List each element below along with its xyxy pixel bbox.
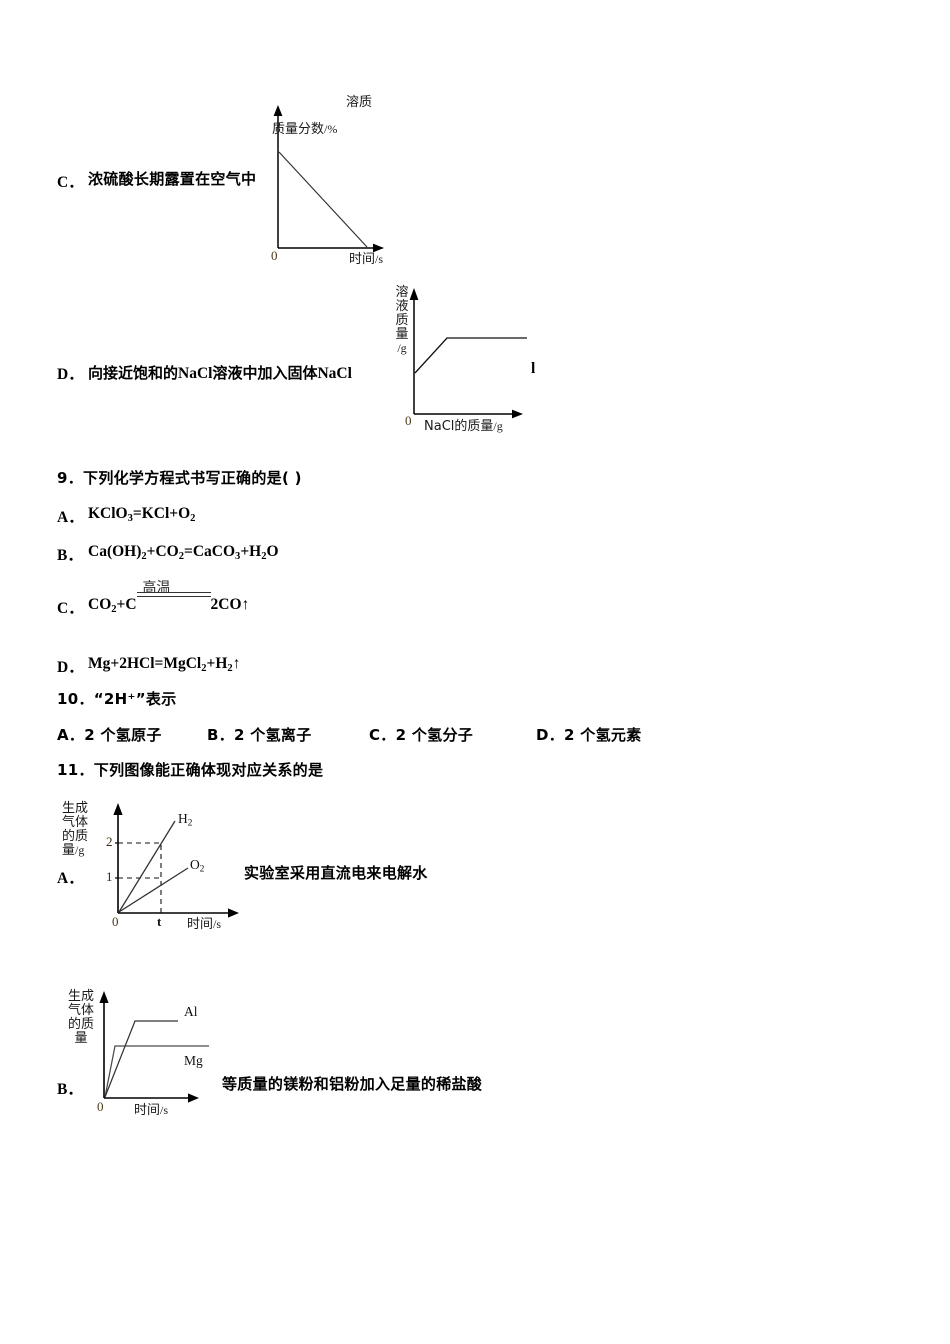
question-11-stem: 11．下列图像能正确体现对应关系的是 (57, 761, 324, 779)
q9-option-d-letter: D． (57, 659, 84, 676)
xlabel-unit: /s (213, 917, 222, 931)
chart-q8-c: 溶质 质量分数/% 0 时间/s (268, 95, 428, 267)
q11-option-a-letter: A． (57, 870, 84, 887)
ylabel-unit: /g (75, 843, 85, 858)
chart-q11-a-ytick-1: 1 (106, 869, 113, 884)
q9-option-a-equation: KClO3=KCl+O2 (88, 505, 196, 524)
q9-option-b-letter: B． (57, 547, 83, 564)
ylabel-unit: /g (397, 341, 407, 356)
chart-q8-c-xlabel: 时间/s (349, 248, 383, 267)
ylabel-unit: /% (324, 122, 338, 136)
ylabel-line-4: 量 (74, 1031, 88, 1047)
xlabel-unit: /g (493, 419, 503, 433)
chart-q11-a: 生成 气体 的质 量/g 2 1 0 t 时间/s H2 O2 (62, 800, 252, 932)
q9-option-a-letter: A． (57, 509, 84, 526)
chart-q11-a-origin: 0 (112, 914, 119, 929)
q10-option-b: B．2 个氢离子 (207, 726, 312, 744)
option-c-letter: C． (57, 174, 84, 191)
chart-q8-d: 溶 液 质 量 /g 0 NaCl的质量/g (392, 282, 562, 434)
q11-option-b-description: 等质量的镁粉和铝粉加入足量的稀盐酸 (222, 1075, 483, 1093)
xlabel-han: 时间 (187, 917, 214, 932)
xlabel-han: NaCl的质量 (424, 419, 494, 434)
chart-q11-a-series-o2: O2 (190, 857, 205, 874)
option-d-text-a: 向接近饱和的 (88, 364, 179, 382)
chart-q8-d-xlabel: NaCl的质量/g (424, 415, 503, 434)
option-d-text-b: NaCl (178, 365, 213, 382)
ylabel-line-1: 生成 (62, 801, 89, 816)
xlabel-unit: /s (375, 252, 384, 266)
ylabel-line-1: 溶 (395, 285, 409, 300)
q9-option-c-products: 2CO↑ (210, 596, 250, 613)
ylabel-line-3: 质 (395, 313, 409, 329)
chart-q11-b-series-al: Al (184, 1004, 198, 1019)
q10-option-a: A．2 个氢原子 (57, 726, 162, 744)
chart-q11-b-ylabel: 生成 气体 的质 量 (62, 989, 100, 1047)
ylabel-line-1: 生成 (67, 989, 94, 1004)
xlabel-han: 时间 (134, 1103, 161, 1118)
ylabel-line-2: 气体 (62, 815, 89, 831)
option-d-letter: D． (57, 366, 84, 383)
ylabel-line-2: 质量分数 (272, 122, 325, 137)
ylabel-line-2: 气体 (67, 1003, 94, 1019)
reaction-condition: 高温 (136, 580, 211, 614)
stray-character: l (531, 360, 536, 377)
option-d-text: 向接近饱和的NaCl溶液中加入固体NaCl (88, 362, 352, 383)
chart-q8-c-ylabel-2: 质量分数/% (272, 118, 337, 137)
xlabel-han: 时间 (349, 252, 376, 267)
question-9-stem: 9．下列化学方程式书写正确的是( ) (57, 469, 302, 487)
ylabel-line-1: 溶质 (345, 95, 372, 110)
chart-q11-a-ytick-2: 2 (106, 834, 113, 849)
option-d-text-c: 溶液中加入固体 (212, 364, 318, 382)
q11-option-a-description: 实验室采用直流电来电解水 (244, 864, 428, 882)
chart-q8-d-origin: 0 (405, 413, 412, 428)
ylabel-line-2: 液 (395, 299, 409, 315)
ylabel-line-4: 量 (395, 327, 409, 343)
chart-q8-c-ylabel: 溶质 (304, 95, 414, 110)
q11-option-b-letter: B． (57, 1081, 83, 1098)
question-10-stem: 10．“2H⁺”表示 (57, 690, 177, 708)
chart-q11-a-xlabel: 时间/s (187, 913, 221, 932)
chart-q11-b-series-mg: Mg (184, 1053, 203, 1068)
chart-q11-a-xtick-t: t (157, 914, 162, 929)
ylabel-line-3: 的质 (67, 1017, 94, 1033)
ylabel-line-3: 的质 (62, 829, 89, 845)
ylabel-line-4: 量 (62, 843, 76, 859)
chart-q11-a-series-h2: H2 (178, 811, 193, 828)
chart-q11-b: 生成 气体 的质 量 0 时间/s Al Mg (62, 988, 252, 1118)
option-c-text: 浓硫酸长期露置在空气中 (88, 170, 257, 188)
q10-option-c: C．2 个氢分子 (369, 726, 474, 744)
chart-q8-d-ylabel: 溶 液 质 量 /g (393, 285, 411, 356)
q10-option-d: D．2 个氢元素 (536, 726, 642, 744)
q9-option-d-equation: Mg+2HCl=MgCl2+H2↑ (88, 655, 241, 674)
chart-q11-a-ylabel: 生成 气体 的质 量/g (62, 801, 112, 859)
chart-q11-b-origin: 0 (97, 1099, 104, 1114)
q9-option-c-letter: C． (57, 600, 84, 617)
q9-option-b-equation: Ca(OH)2+CO2=CaCO3+H2O (88, 543, 279, 562)
option-d-text-d: NaCl (317, 365, 352, 382)
xlabel-unit: /s (160, 1103, 169, 1117)
chart-q8-c-origin: 0 (271, 248, 278, 263)
reaction-condition-text: 高温 (142, 579, 171, 596)
chart-q11-b-xlabel: 时间/s (134, 1099, 168, 1118)
